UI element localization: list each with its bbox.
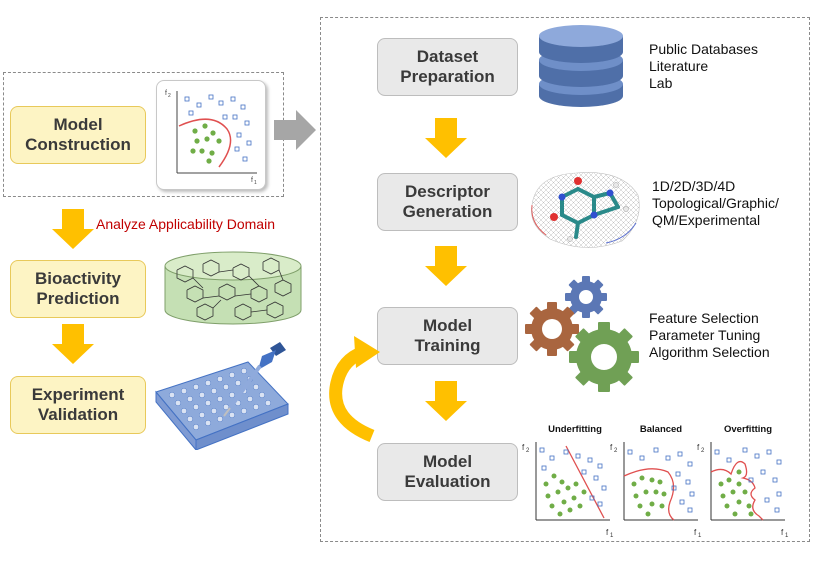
training-tasks-note: Feature Selection Parameter Tuning Algor…	[649, 310, 770, 360]
descriptor-generation-box: Descriptor Generation	[377, 173, 518, 231]
pipette-plate-icon	[155, 342, 289, 450]
iteration-loop-arrow	[329, 336, 380, 443]
gears-icon	[525, 276, 639, 392]
overfitting-title: Overfitting	[723, 424, 773, 435]
svg-text:2: 2	[526, 448, 530, 454]
svg-text:1: 1	[610, 533, 614, 539]
svg-text:f: f	[694, 528, 697, 537]
down-arrow-3	[425, 118, 467, 158]
down-arrow-4	[425, 246, 467, 286]
workflow-frame	[320, 17, 810, 542]
database-icon	[539, 25, 623, 107]
svg-text:f: f	[165, 90, 167, 97]
svg-text:f: f	[610, 443, 613, 452]
model-construction-box: Model Construction	[10, 106, 146, 164]
descriptor-types-note: 1D/2D/3D/4D Topological/Graphic/ QM/Expe…	[652, 178, 779, 228]
down-arrow-2	[52, 324, 94, 364]
down-arrow-1	[52, 209, 94, 249]
svg-text:1: 1	[785, 533, 789, 539]
svg-text:2: 2	[168, 93, 171, 99]
svg-text:f: f	[522, 443, 525, 452]
svg-text:1: 1	[698, 533, 702, 539]
molecule-icon	[531, 172, 640, 248]
applicability-domain-label: Analyze Applicability Domain	[96, 216, 275, 232]
brown-gear-icon	[525, 302, 579, 356]
model-training-box: Model Training	[377, 307, 518, 365]
gray-arrow	[274, 110, 316, 150]
svg-text:1: 1	[254, 180, 257, 186]
dataset-sources-note: Public Databases Literature Lab	[649, 41, 758, 91]
bioactivity-prediction-box: Bioactivity Prediction	[10, 260, 146, 318]
underfitting-title: Underfitting	[548, 424, 602, 435]
model-evaluation-box: Model Evaluation	[377, 443, 518, 501]
green-gear-icon	[569, 322, 639, 392]
blue-gear-icon	[565, 276, 607, 318]
svg-text:f: f	[781, 528, 784, 537]
svg-text:2: 2	[701, 448, 705, 454]
svg-text:2: 2	[614, 448, 618, 454]
balanced-title: Balanced	[639, 424, 683, 435]
svg-text:f: f	[697, 443, 700, 452]
compound-library-icon	[164, 251, 302, 325]
experiment-validation-box: Experiment Validation	[10, 376, 146, 434]
svg-text:f: f	[606, 528, 609, 537]
dataset-preparation-box: Dataset Preparation	[377, 38, 518, 96]
svg-text:f: f	[251, 177, 253, 184]
down-arrow-5	[425, 381, 467, 421]
